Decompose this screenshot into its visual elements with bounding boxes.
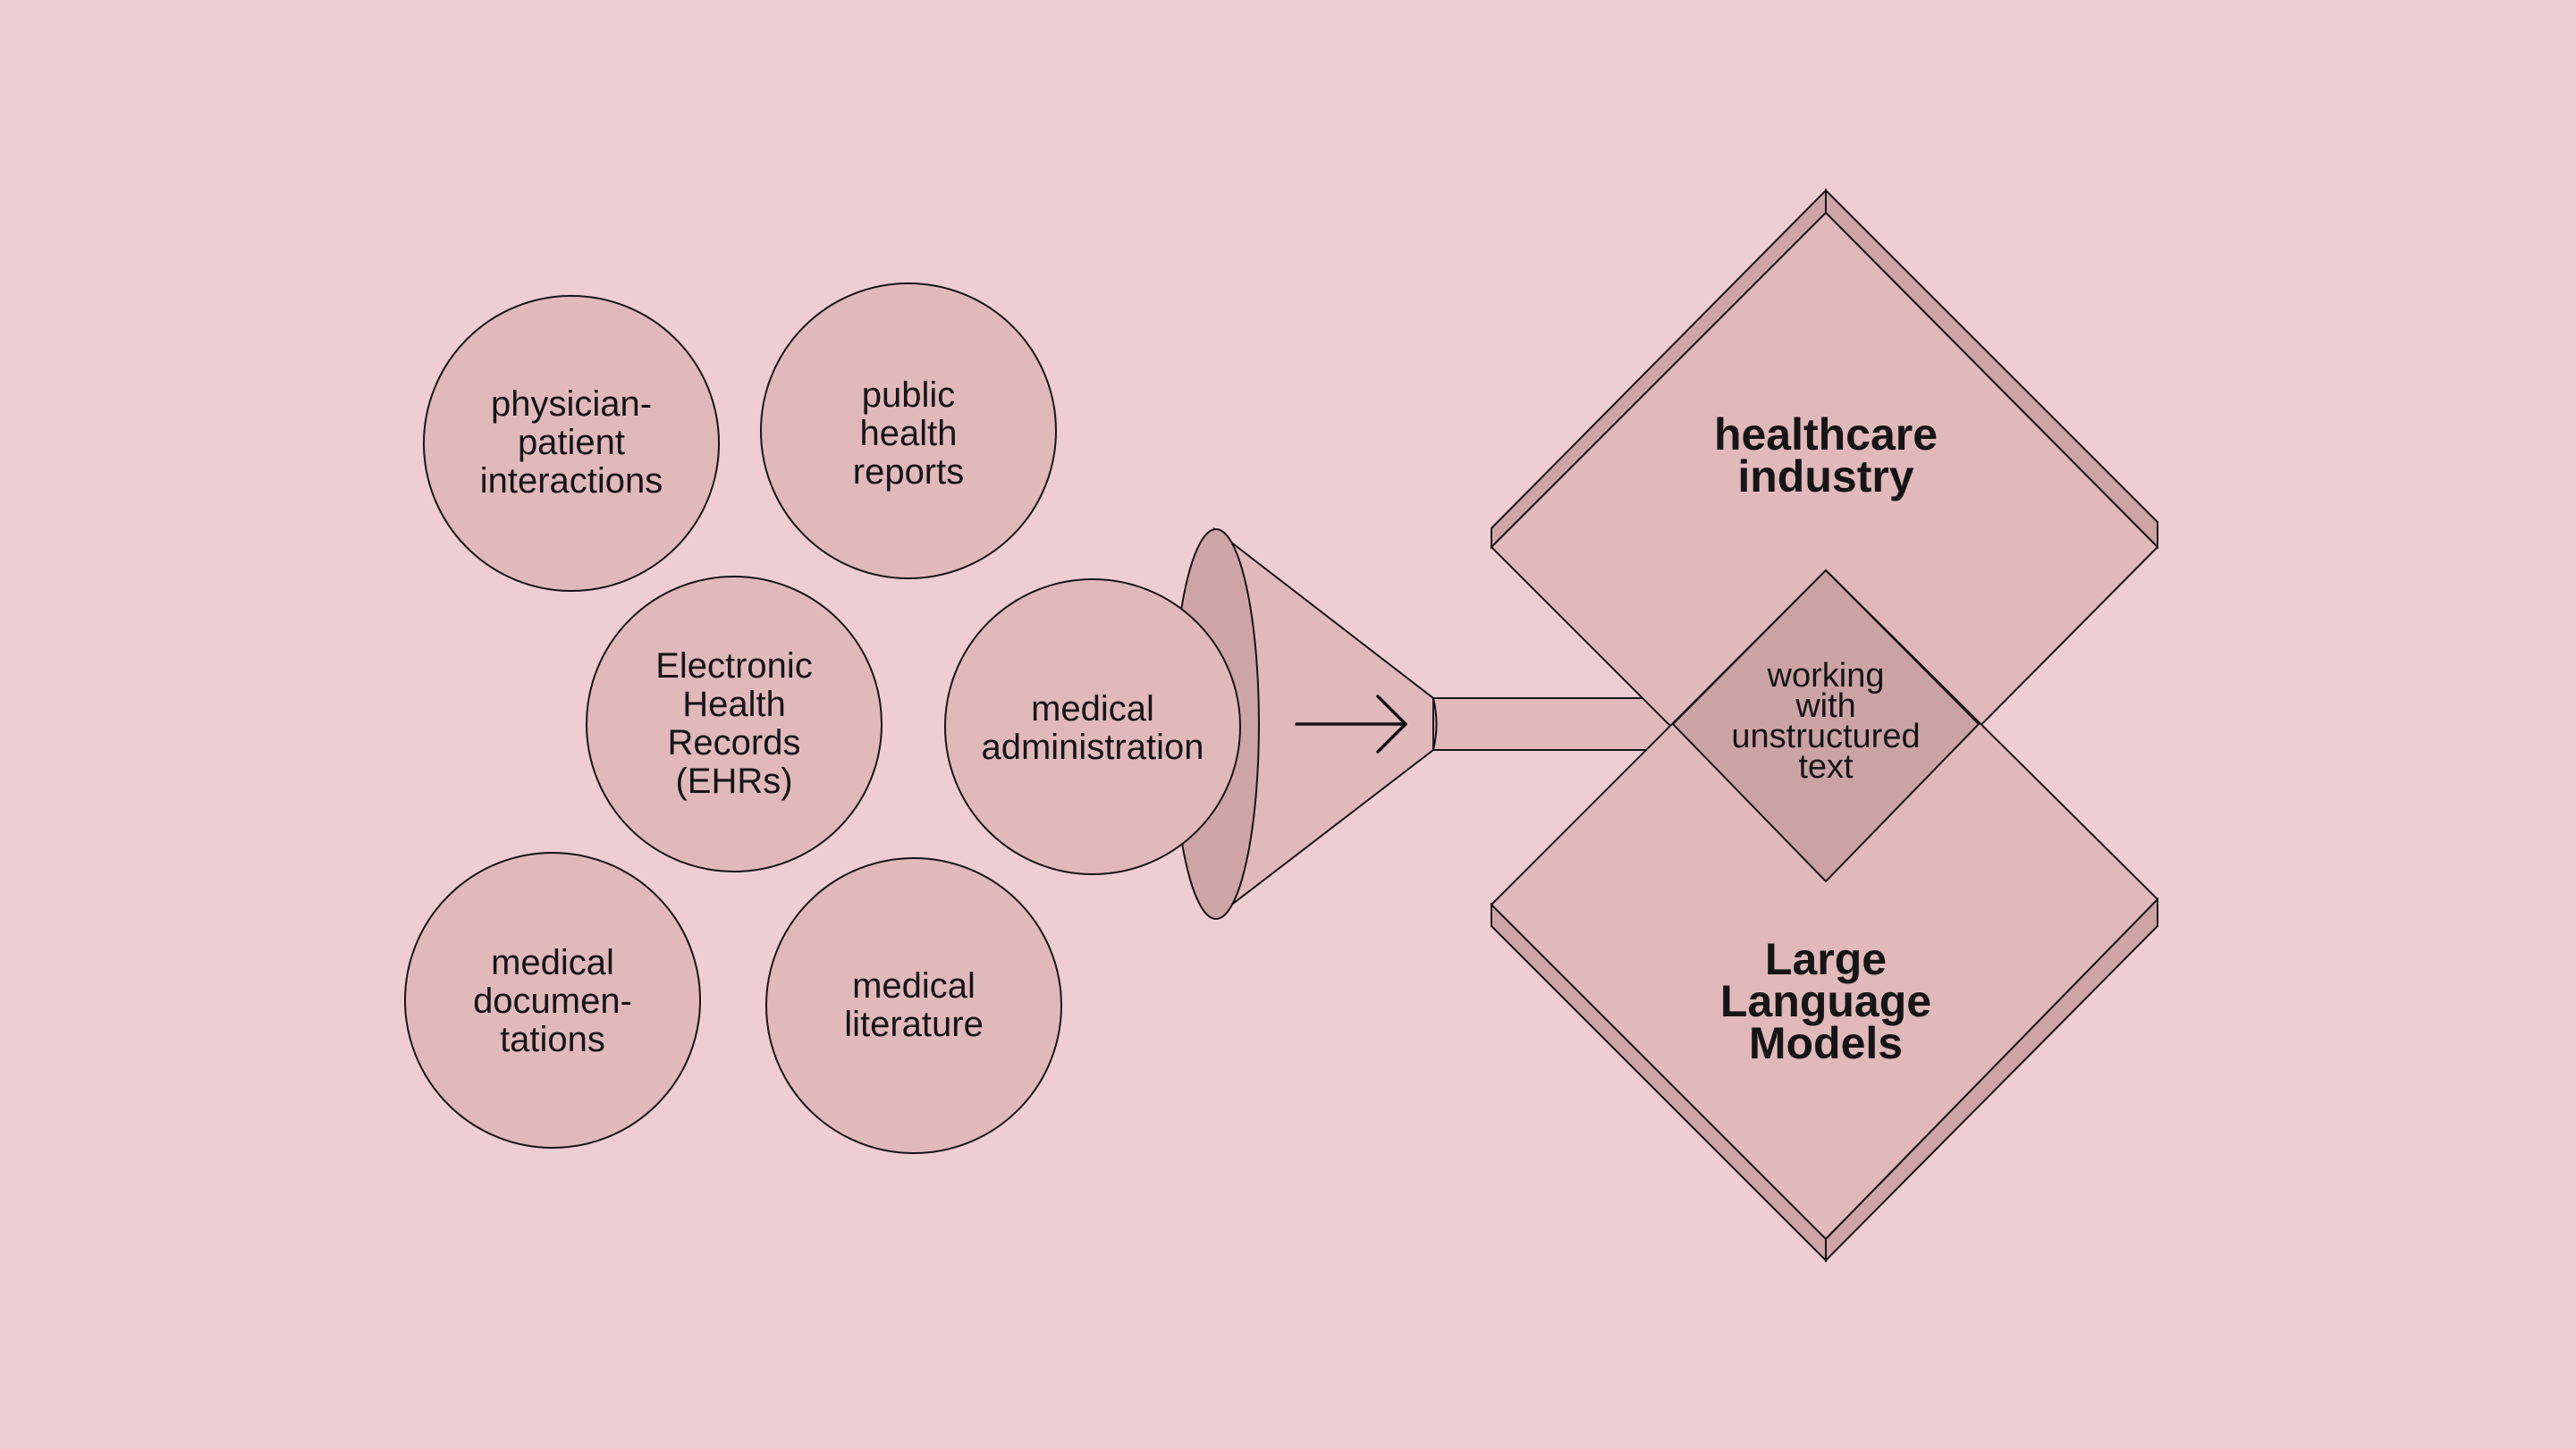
- circle-med-lit: [765, 857, 1062, 1154]
- label-med-lit: medical literature: [844, 966, 984, 1044]
- diamond-overlap: [1671, 569, 1981, 883]
- label-physician-patient: physician- patient interactions: [479, 383, 663, 501]
- label-med-admin: medical administration: [981, 689, 1204, 767]
- label-healthcare-industry: healthcare industry: [1713, 409, 1938, 501]
- label-unstructured-text: working with unstructured text: [1731, 657, 1921, 786]
- label-public-health: public health reports: [852, 375, 965, 492]
- arrow-right-icon: [1295, 695, 1407, 754]
- circle-physician-patient: [423, 295, 720, 592]
- circle-med-admin: [944, 578, 1241, 875]
- label-large-language-models: Large Language Models: [1719, 933, 1932, 1068]
- circle-public-health: [760, 282, 1057, 579]
- circle-med-docs: [404, 852, 701, 1149]
- diamond-healthcare: [1490, 188, 2159, 883]
- circle-ehr: [586, 576, 883, 872]
- label-ehr: Electronic Health Records (EHRs): [655, 646, 813, 801]
- label-med-docs: medical documen- tations: [473, 942, 632, 1059]
- diamond-llm: [1490, 569, 2159, 1263]
